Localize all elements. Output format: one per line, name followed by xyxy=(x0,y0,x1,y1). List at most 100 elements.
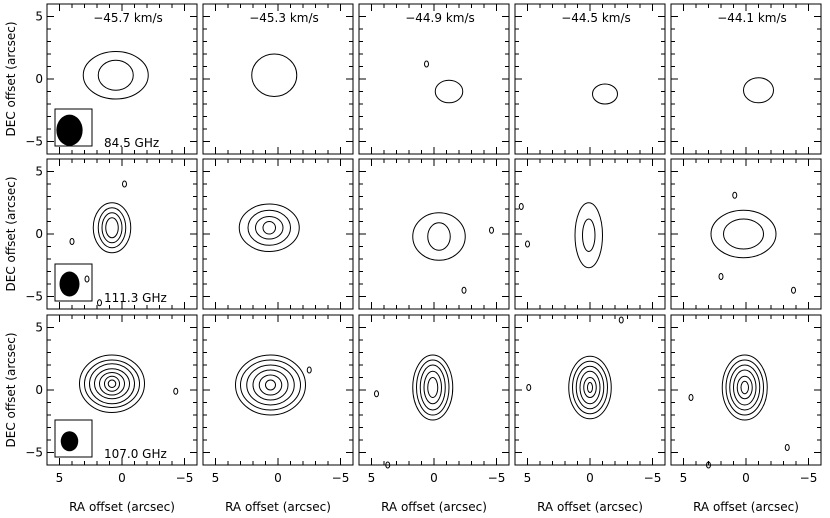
beam-box xyxy=(54,419,93,458)
contour-level-1 xyxy=(251,53,298,97)
contour-level-4 xyxy=(252,369,289,401)
panel-r0-c0 xyxy=(46,3,198,155)
x-tick-label: 0 xyxy=(274,471,282,485)
contour-level-1 xyxy=(412,212,466,261)
panel-r1-c2 xyxy=(358,158,510,310)
contour-level-2 xyxy=(84,359,140,408)
x-tick-label: −5 xyxy=(800,471,818,485)
noise-contour xyxy=(732,191,738,199)
y-tick-label: 5 xyxy=(35,10,43,24)
y-tick-label: 0 xyxy=(35,383,43,397)
contour-level-3 xyxy=(101,212,123,244)
x-tick-label: −5 xyxy=(644,471,662,485)
noise-contour xyxy=(489,226,494,234)
x-tick-label: 5 xyxy=(56,471,64,485)
panel-frame xyxy=(358,314,510,466)
beam-box xyxy=(54,263,93,302)
y-axis-label: DEC offset (arcsec) xyxy=(4,22,18,137)
y-tick-label: 0 xyxy=(35,72,43,86)
panel-r0-c3 xyxy=(514,3,666,155)
panel-r0-c2 xyxy=(358,3,510,155)
panel-r0-c4 xyxy=(670,3,822,155)
y-tick-label: 5 xyxy=(35,321,43,335)
panel-r1-c0 xyxy=(46,158,198,310)
frequency-label: 111.3 GHz xyxy=(104,291,167,305)
contour-level-3 xyxy=(89,363,135,405)
noise-contour xyxy=(784,444,790,451)
panel-r0-c1 xyxy=(202,3,354,155)
noise-contour xyxy=(424,60,429,68)
beam-box xyxy=(54,108,93,147)
x-tick-label: −5 xyxy=(176,471,194,485)
noise-contour xyxy=(706,461,711,469)
y-tick-label: 5 xyxy=(35,165,43,179)
contour-level-1 xyxy=(412,354,454,421)
x-axis-label: RA offset (arcsec) xyxy=(537,500,643,514)
panel-frame xyxy=(514,158,666,310)
contour-level-2 xyxy=(725,359,764,416)
noise-contour xyxy=(173,387,179,395)
y-axis-label: DEC offset (arcsec) xyxy=(4,177,18,292)
panel-frame xyxy=(670,314,822,466)
y-tick-label: 0 xyxy=(35,227,43,241)
contour-level-4 xyxy=(262,221,276,235)
contour-level-6 xyxy=(265,379,276,391)
contour-level-4 xyxy=(105,217,119,239)
panel-r2-c0 xyxy=(46,314,198,466)
x-tick-label: 5 xyxy=(680,471,688,485)
noise-contour xyxy=(461,286,467,294)
contour-level-1 xyxy=(574,202,603,269)
contour-level-6 xyxy=(104,375,120,392)
x-axis-label: RA offset (arcsec) xyxy=(381,500,487,514)
contour-level-1 xyxy=(710,209,777,259)
contour-level-5 xyxy=(99,372,125,396)
panel-frame xyxy=(514,314,666,466)
velocity-label: −44.5 km/s xyxy=(561,11,631,25)
panel-r2-c2 xyxy=(358,314,510,469)
contour-level-6 xyxy=(740,380,749,395)
noise-contour xyxy=(791,286,796,294)
panel-frame xyxy=(358,158,510,310)
contour-level-2 xyxy=(416,359,450,416)
x-tick-label: 5 xyxy=(212,471,220,485)
panel-r1-c4 xyxy=(670,158,822,310)
noise-contour xyxy=(374,390,379,398)
contour-level-3 xyxy=(575,365,605,410)
beam-ellipse xyxy=(59,271,80,297)
noise-contour xyxy=(97,299,102,307)
contour-level-1 xyxy=(238,203,300,252)
noise-contour xyxy=(306,366,312,374)
velocity-label: −45.3 km/s xyxy=(249,11,319,25)
noise-contour xyxy=(69,238,75,245)
contour-level-2 xyxy=(97,59,134,91)
panel-r2-c4 xyxy=(670,314,822,469)
contour-level-1 xyxy=(434,79,464,104)
contour-level-2 xyxy=(582,218,596,252)
x-axis-label: RA offset (arcsec) xyxy=(69,500,175,514)
x-tick-label: 0 xyxy=(118,471,126,485)
contour-level-1 xyxy=(568,355,612,420)
noise-contour xyxy=(518,203,524,210)
x-tick-label: −5 xyxy=(488,471,506,485)
panel-r1-c1 xyxy=(202,158,354,310)
contour-level-4 xyxy=(733,369,757,406)
contour-level-2 xyxy=(723,218,764,250)
contour-level-2 xyxy=(240,359,301,411)
velocity-label: −44.9 km/s xyxy=(405,11,475,25)
contour-level-2 xyxy=(572,360,608,415)
noise-contour xyxy=(526,384,532,391)
noise-contour xyxy=(718,273,724,280)
contour-level-4 xyxy=(579,370,601,405)
panel-frame xyxy=(670,158,822,310)
noise-contour xyxy=(525,240,530,248)
contour-level-2 xyxy=(97,207,127,249)
panel-frame xyxy=(358,3,510,155)
contour-level-4 xyxy=(423,370,442,405)
panel-frame xyxy=(202,3,354,155)
contour-level-5 xyxy=(427,377,439,398)
noise-contour xyxy=(385,461,391,469)
x-tick-label: −5 xyxy=(332,471,350,485)
contour-level-5 xyxy=(583,377,597,398)
noise-contour xyxy=(122,180,127,188)
contour-level-5 xyxy=(258,374,283,396)
